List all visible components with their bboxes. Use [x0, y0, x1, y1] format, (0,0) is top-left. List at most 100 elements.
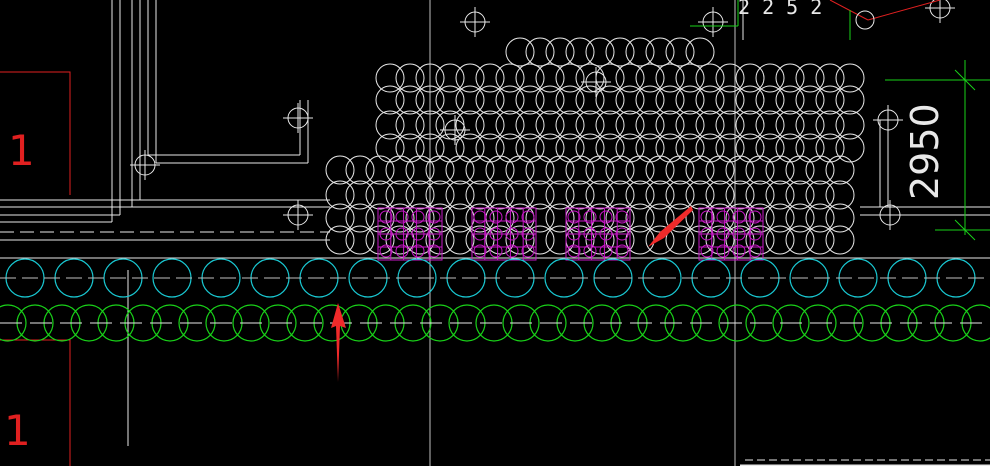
white-pile [405, 180, 435, 210]
white-pile [495, 63, 525, 93]
white-pile [465, 203, 495, 233]
white-pile [535, 85, 565, 115]
white-pile [325, 203, 355, 233]
rebar-hoop [521, 227, 535, 241]
white-pile [635, 110, 665, 140]
white-pile [585, 180, 615, 210]
white-pile [425, 225, 455, 255]
white-pile [695, 133, 725, 163]
white-pile [525, 155, 555, 185]
white-pile [745, 180, 775, 210]
white-pile [815, 85, 845, 115]
white-pile [775, 63, 805, 93]
arrow-upper [648, 206, 693, 247]
white-pile [655, 110, 685, 140]
white-pile [575, 85, 605, 115]
section-marker-bottom: 1 [4, 406, 31, 455]
rebar-hoop [716, 244, 730, 258]
white-pile [815, 133, 845, 163]
rebar-hoop [473, 244, 487, 258]
white-pile [655, 133, 685, 163]
white-pile [555, 110, 585, 140]
white-pile [345, 155, 375, 185]
white-pile [395, 110, 425, 140]
white-pile [395, 85, 425, 115]
rebar-hoop [521, 244, 535, 258]
white-pile [795, 63, 825, 93]
white-pile [625, 37, 655, 67]
white-pile [795, 110, 825, 140]
white-pile [785, 180, 815, 210]
white-pile [345, 180, 375, 210]
white-pile [675, 110, 705, 140]
rebar-hoop [505, 227, 519, 241]
white-pile [445, 225, 475, 255]
white-pile [615, 85, 645, 115]
rebar-hoop [716, 227, 730, 241]
white-pile [655, 85, 685, 115]
white-pile [725, 155, 755, 185]
white-pile [405, 203, 435, 233]
white-pile [825, 155, 855, 185]
white-pile [375, 110, 405, 140]
white-pile [745, 203, 775, 233]
green-pile [502, 304, 540, 342]
white-pile [695, 85, 725, 115]
white-pile [365, 225, 395, 255]
dimension-2950 [690, 0, 990, 241]
white-pile [345, 225, 375, 255]
white-pile [815, 63, 845, 93]
white-pile [725, 180, 755, 210]
white-pile [605, 155, 635, 185]
white-pile [605, 203, 635, 233]
white-pile [415, 110, 445, 140]
crosshair-marker [875, 200, 905, 230]
white-pile [535, 110, 565, 140]
white-pile [535, 63, 565, 93]
white-pile [465, 155, 495, 185]
rebar-hoop [567, 244, 581, 258]
white-pile [475, 133, 505, 163]
white-pile [675, 63, 705, 93]
rebar-hoop [615, 227, 629, 241]
dimension-label: 2950 [903, 103, 947, 200]
white-pile [545, 37, 575, 67]
white-pile [715, 63, 745, 93]
rebar-hoop [489, 227, 503, 241]
white-pile [765, 225, 795, 255]
white-pile [685, 203, 715, 233]
rebar-hoop [411, 244, 425, 258]
white-pile [515, 85, 545, 115]
rebar-hoop [716, 210, 730, 224]
rebar-hoop [700, 227, 714, 241]
white-pile [435, 133, 465, 163]
rebar-hoop [379, 210, 393, 224]
white-pile [435, 110, 465, 140]
top-fragment-text: 2 2 5 2 [738, 0, 822, 19]
white-pile [615, 133, 645, 163]
white-pile [725, 203, 755, 233]
white-pile [835, 85, 865, 115]
white-pile [615, 63, 645, 93]
white-pile [595, 63, 625, 93]
white-pile [585, 37, 615, 67]
white-pile [375, 63, 405, 93]
white-pile [735, 133, 765, 163]
white-pile [575, 110, 605, 140]
white-pile [675, 85, 705, 115]
rebar-hoop [473, 227, 487, 241]
white-pile [555, 63, 585, 93]
rebar-hoop [505, 210, 519, 224]
white-pile [415, 63, 445, 93]
white-pile [375, 85, 405, 115]
white-pile [495, 133, 525, 163]
rebar-hoop [732, 210, 746, 224]
rebar-hoop [395, 244, 409, 258]
white-pile [775, 85, 805, 115]
white-pile [555, 85, 585, 115]
white-pile [325, 180, 355, 210]
white-pile [665, 203, 695, 233]
white-pile [825, 225, 855, 255]
